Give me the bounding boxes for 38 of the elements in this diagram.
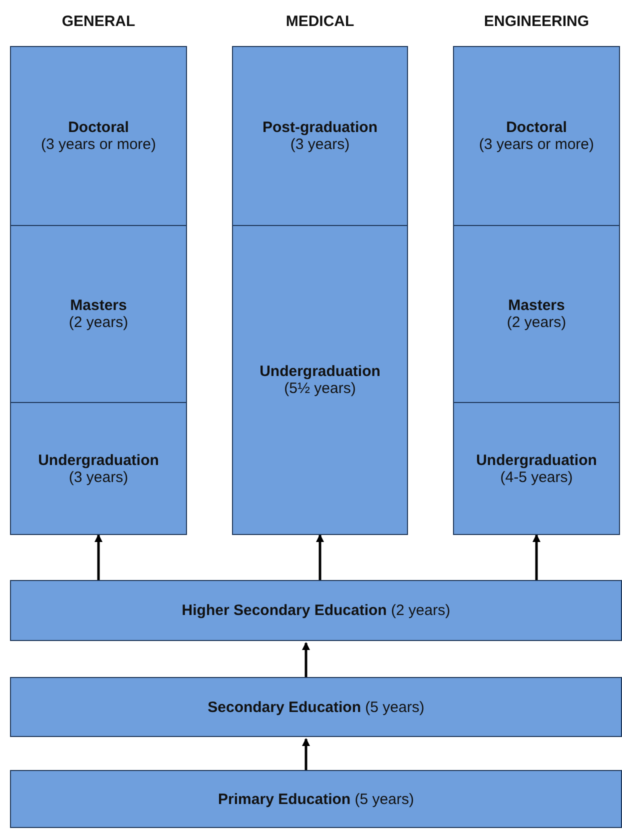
arrow xyxy=(94,534,102,580)
column-heading: ENGINEERING xyxy=(484,12,589,32)
duration-text: (2 years) xyxy=(68,314,128,331)
stage-band xyxy=(10,677,622,737)
stage-title: Undergraduation xyxy=(38,452,159,468)
arrow xyxy=(316,534,324,580)
stage-title: Doctoral xyxy=(68,119,129,136)
duration-text: (3 years or more) xyxy=(478,136,594,153)
duration-text: (3 years) xyxy=(290,136,350,153)
duration-text: (2 years) xyxy=(506,314,566,331)
stage-label: Secondary Education (5 years) xyxy=(208,698,424,716)
stage-band xyxy=(10,770,622,828)
arrow xyxy=(302,738,310,770)
stage-label: Higher Secondary Education (2 years) xyxy=(182,602,450,619)
duration-text: (3 years) xyxy=(68,468,128,486)
stage-title: Undergraduation xyxy=(476,452,597,468)
column-heading: MEDICAL xyxy=(286,12,354,32)
stage-box xyxy=(11,47,186,225)
stage-title: Masters xyxy=(70,297,127,314)
stage-box xyxy=(454,402,619,534)
stage-title: Undergraduation xyxy=(260,363,380,380)
stage-box xyxy=(233,225,407,534)
arrow xyxy=(532,534,540,580)
stage-box xyxy=(454,225,619,402)
stage-box xyxy=(11,225,186,402)
stage-band xyxy=(10,580,622,641)
duration-text: (5½ years) xyxy=(284,380,356,397)
duration-text: (3 years or more) xyxy=(40,136,156,153)
stage-label: Primary Education (5 years) xyxy=(218,790,414,808)
stage-title: Post-graduation xyxy=(262,119,378,136)
stage-box xyxy=(233,47,407,225)
stage-box xyxy=(11,402,186,534)
stage-title: Doctoral xyxy=(506,119,567,136)
column-heading: GENERAL xyxy=(62,12,136,32)
duration-text: (4-5 years) xyxy=(500,468,573,486)
stage-title: Masters xyxy=(508,297,565,314)
arrow xyxy=(302,642,310,677)
stage-box xyxy=(454,47,619,225)
